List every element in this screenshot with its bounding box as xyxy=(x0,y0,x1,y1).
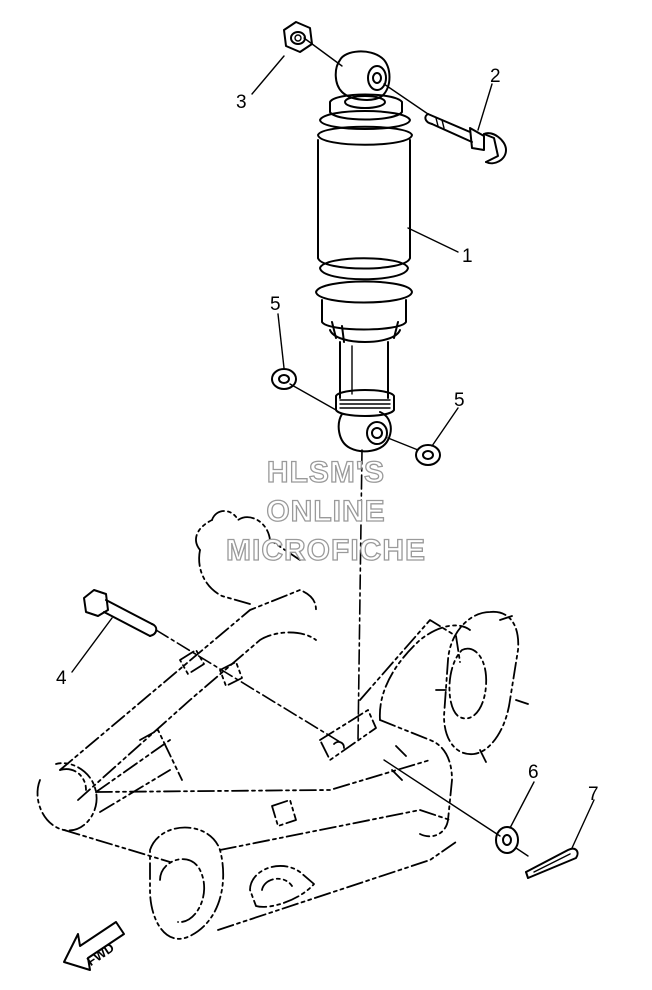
watermark: HLSM'S ONLINE MICROFICHE xyxy=(225,455,426,567)
callout-5-upper: 5 xyxy=(270,294,281,315)
callout-5-lower: 5 xyxy=(454,390,465,411)
leader-lines xyxy=(71,55,595,849)
fwd-label: FWD xyxy=(84,940,117,969)
watermark-line-1: HLSM'S xyxy=(267,456,385,489)
watermark-line-2: ONLINE xyxy=(266,495,385,528)
callout-2: 2 xyxy=(490,66,501,87)
top-nut xyxy=(283,21,313,53)
assembly-center-lines xyxy=(155,37,529,857)
callout-1: 1 xyxy=(462,246,473,267)
callout-4: 4 xyxy=(56,668,67,689)
lower-bolt xyxy=(83,589,158,637)
washer-lower xyxy=(495,826,519,854)
washer-left xyxy=(271,368,297,390)
fwd-arrow-icon: FWD xyxy=(63,921,125,971)
callout-3: 3 xyxy=(236,92,247,113)
shock-absorber xyxy=(315,50,413,453)
swing-arm xyxy=(36,510,529,940)
watermark-line-3: MICROFICHE xyxy=(226,534,426,567)
callout-7: 7 xyxy=(588,784,599,805)
top-bolt xyxy=(424,113,507,165)
cotter-pin xyxy=(525,847,579,879)
washer-right xyxy=(415,444,441,466)
callout-6: 6 xyxy=(528,762,539,783)
